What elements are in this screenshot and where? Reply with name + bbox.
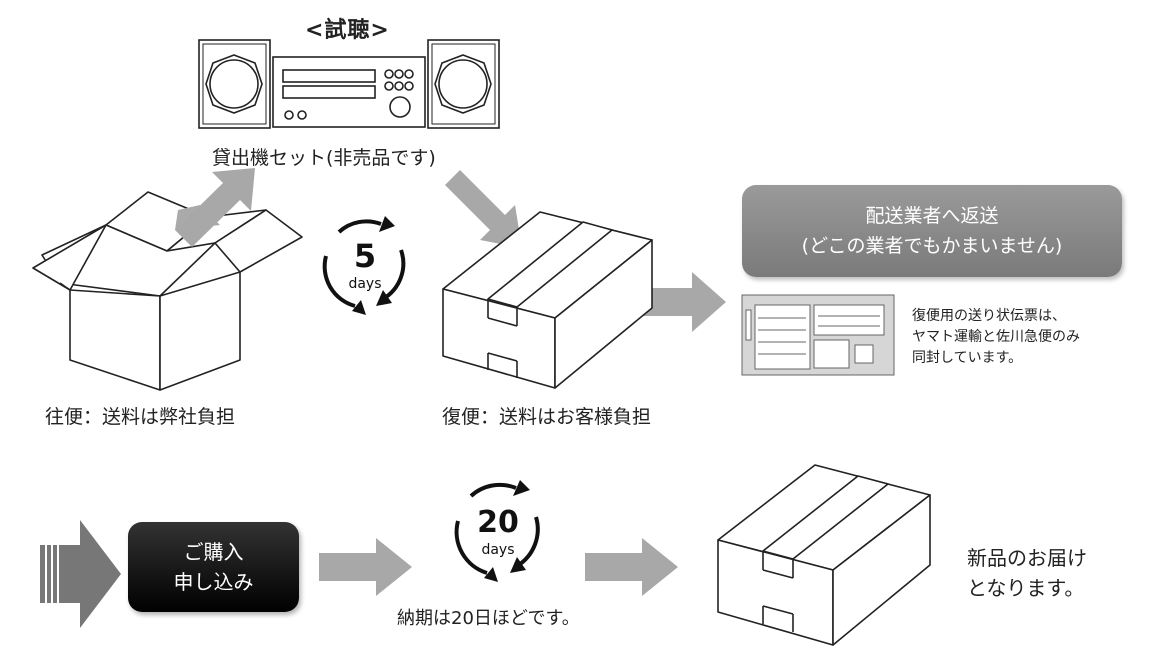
return-shipping-label: 復便：送料はお客様負担 [442, 406, 652, 428]
trial-heading: <試聴> [305, 18, 390, 43]
arrow-to-delivery-icon [585, 538, 678, 596]
shipping-label-illustration [741, 294, 895, 376]
arrow-to-carrier-icon [628, 272, 726, 332]
lending-set-label: 貸出機セット(非売品です) [212, 147, 436, 169]
label-note: 復便用の送り状伝票は、 ヤマト運輸と佐川急便のみ 同封しています。 [912, 306, 1080, 369]
closed-box-illustration [442, 211, 653, 389]
label-note-line2: ヤマト運輸と佐川急便のみ [912, 329, 1080, 345]
arrow-to-box-icon [445, 170, 522, 248]
lead-arrow-stripes [45, 545, 59, 603]
delivery-cycle-number: 20 [477, 505, 519, 540]
delivery-note: 新品のお届け となります。 [967, 543, 1087, 603]
return-carrier-line2: (どこの業者でもかまいません) [801, 235, 1063, 257]
label-note-line1: 復便用の送り状伝票は、 [912, 308, 1066, 324]
arrow-to-cycle-icon [319, 538, 412, 596]
open-box-illustration [32, 191, 303, 391]
return-carrier-line1: 配送業者へ返送 [865, 205, 999, 227]
trial-cycle-unit: days [348, 276, 382, 292]
purchase-button-line1: ご購入 [183, 540, 244, 564]
label-note-line3: 同封しています。 [912, 350, 1023, 366]
return-carrier-panel: 配送業者へ返送 (どこの業者でもかまいません) [742, 185, 1122, 277]
trial-cycle-number: 5 [353, 237, 377, 275]
right-speaker-icon [427, 39, 500, 129]
cycle-5days-icon [322, 216, 406, 315]
stereo-set-illustration [198, 39, 500, 129]
arrows [40, 168, 726, 628]
cycle-20days-icon [454, 480, 540, 582]
lead-time-label: 納期は20日ほどです。 [397, 608, 580, 629]
left-speaker-icon [198, 39, 271, 129]
outbound-shipping-label: 往便：送料は弊社負担 [45, 406, 236, 428]
arrow-to-stereo-icon [175, 168, 255, 247]
delivered-box-illustration [717, 464, 931, 646]
purchase-button-line2: 申し込み [173, 570, 254, 594]
amplifier-icon [272, 56, 426, 128]
delivery-line1: 新品のお届け [967, 546, 1087, 570]
arrow-lead-icon [40, 520, 121, 628]
delivery-cycle-unit: days [481, 542, 515, 558]
delivery-line2: となります。 [967, 576, 1085, 600]
purchase-application-button[interactable]: ご購入 申し込み [128, 522, 299, 612]
